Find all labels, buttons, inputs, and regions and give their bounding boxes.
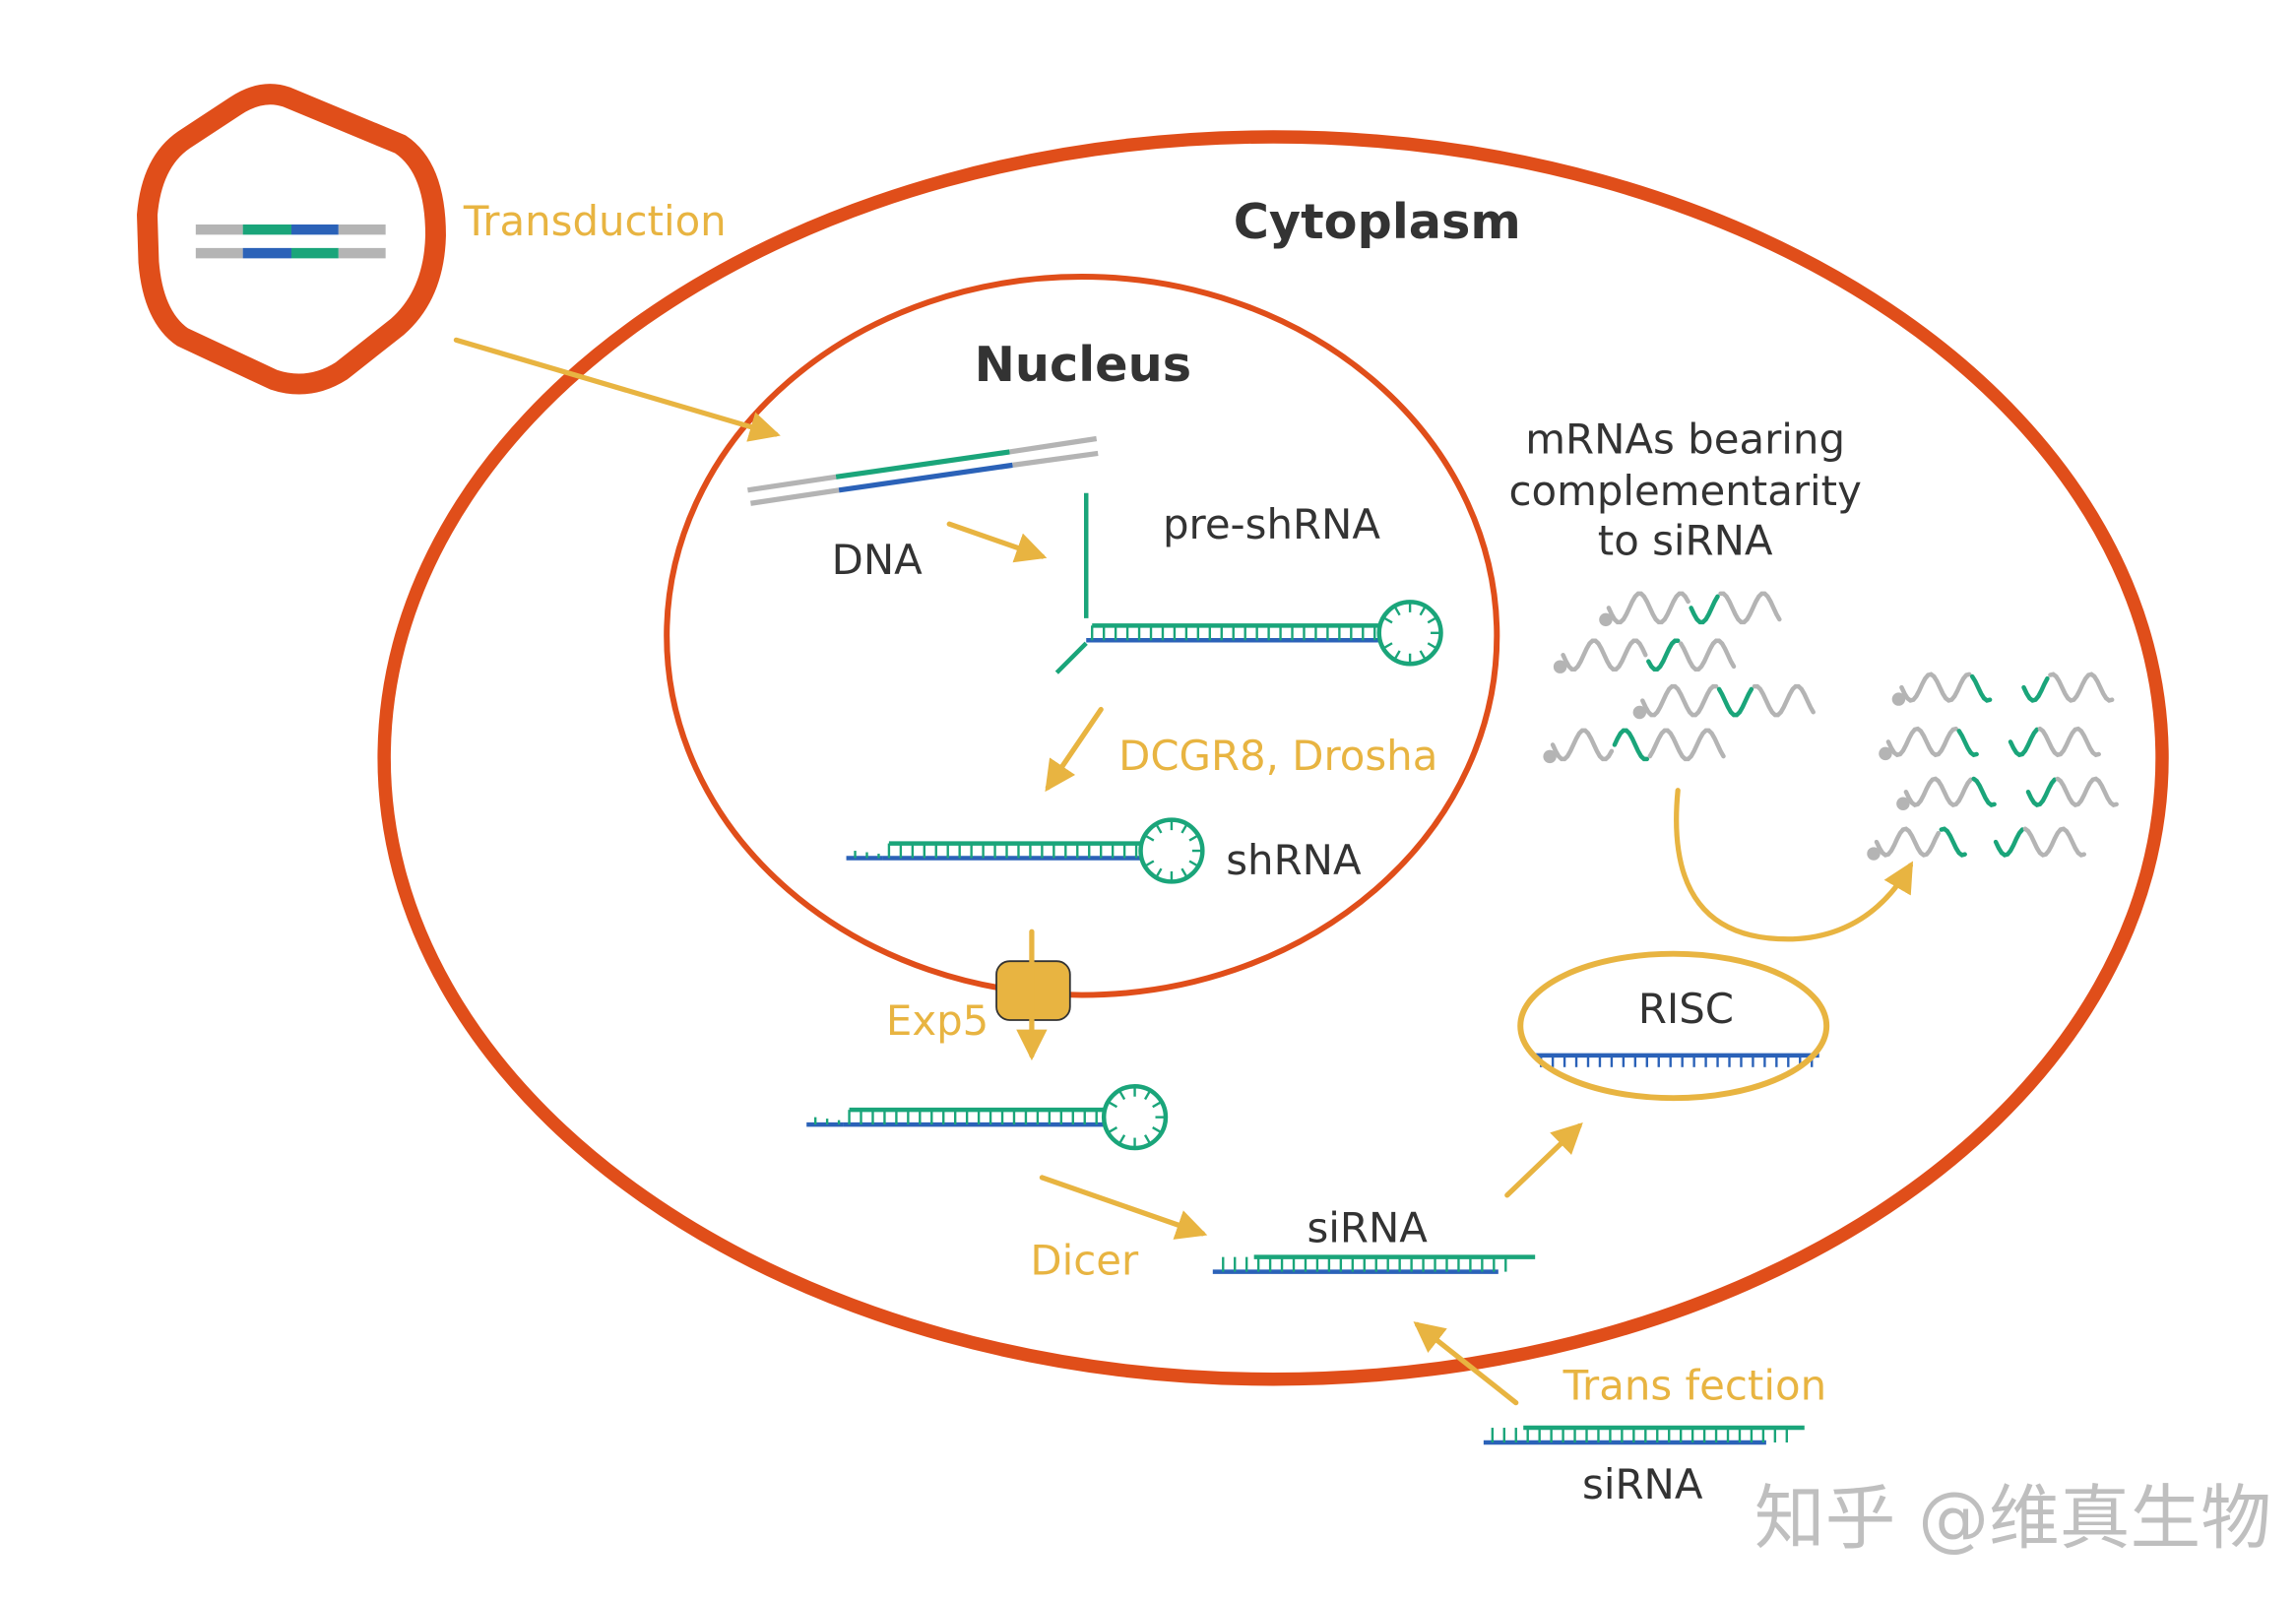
cleaved-mrna-4b	[1993, 826, 2087, 858]
cleaved-mrna-4a	[1867, 826, 1967, 861]
hairpin-group	[806, 600, 1443, 1151]
target-mrna-2	[1553, 638, 1737, 673]
svg-text:complementarity: complementarity	[1508, 467, 1861, 515]
viral-particle	[137, 84, 446, 395]
mrna-group	[1543, 591, 2119, 861]
dna-to-preshrna-arrow	[946, 521, 1048, 563]
mrna-caption: mRNAs bearing complementarity to siRNA	[1508, 415, 1861, 564]
nucleus-title: Nucleus	[975, 336, 1191, 393]
duplex-group	[1212, 1053, 1819, 1445]
cleaved-mrna-3b	[2025, 776, 2119, 807]
transfection-label: Trans fection	[1563, 1362, 1827, 1410]
drosha-arrow	[1045, 706, 1104, 793]
risc-label: RISC	[1638, 985, 1734, 1033]
exp5-label: Exp5	[886, 996, 989, 1045]
cell-membrane	[377, 130, 2169, 1386]
sirna-inner-label: siRNA	[1307, 1204, 1428, 1252]
cytoplasmic-shrna-hairpin	[806, 1083, 1169, 1151]
transfection-arrow	[1413, 1321, 1519, 1406]
cleaved-mrna-1a	[1891, 672, 1993, 706]
cleaved-mrna-2a	[1879, 726, 1979, 761]
transduction-label: Transduction	[463, 197, 727, 245]
dcgr8-drosha-label: DCGR8, Drosha	[1118, 732, 1437, 780]
pre-shrna-label: pre-shRNA	[1163, 500, 1380, 548]
nuclear-membrane	[664, 274, 1500, 998]
sirna-outer-duplex	[1483, 1425, 1805, 1445]
cytoplasm-title: Cytoplasm	[1234, 193, 1521, 250]
target-mrna-3	[1632, 683, 1816, 720]
cleaved-mrna-3a	[1896, 776, 1997, 810]
shrna-label: shRNA	[1226, 836, 1362, 884]
dicer-arrow	[1039, 1175, 1208, 1240]
dna-label: DNA	[832, 536, 924, 584]
nuclear-dna	[747, 435, 1099, 506]
cleaved-mrna-1b	[2021, 672, 2115, 703]
viral-dna-strands	[195, 224, 386, 259]
transduction-arrow	[453, 337, 781, 442]
dicer-label: Dicer	[1030, 1237, 1139, 1285]
target-mrna-1	[1599, 591, 1782, 627]
pre-shrna-hairpin	[1086, 600, 1443, 667]
target-mrna-4	[1543, 728, 1726, 764]
svg-text:to siRNA: to siRNA	[1598, 517, 1773, 565]
cleaved-mrna-2b	[2008, 726, 2101, 758]
sirna-outer-label: siRNA	[1582, 1460, 1703, 1508]
risc-complex	[1517, 950, 1830, 1102]
risc-guide-strand	[1535, 1053, 1819, 1067]
shrna-hairpin	[846, 817, 1205, 884]
pre-shrna-tails	[1054, 492, 1089, 674]
sirna-to-risc-arrow	[1504, 1121, 1583, 1198]
sirna-inner-duplex	[1212, 1254, 1536, 1274]
svg-text:mRNAs bearing: mRNAs bearing	[1525, 415, 1845, 463]
watermark: 知乎 @维真生物	[1754, 1477, 2271, 1560]
cleavage-arrow	[1674, 788, 1914, 942]
